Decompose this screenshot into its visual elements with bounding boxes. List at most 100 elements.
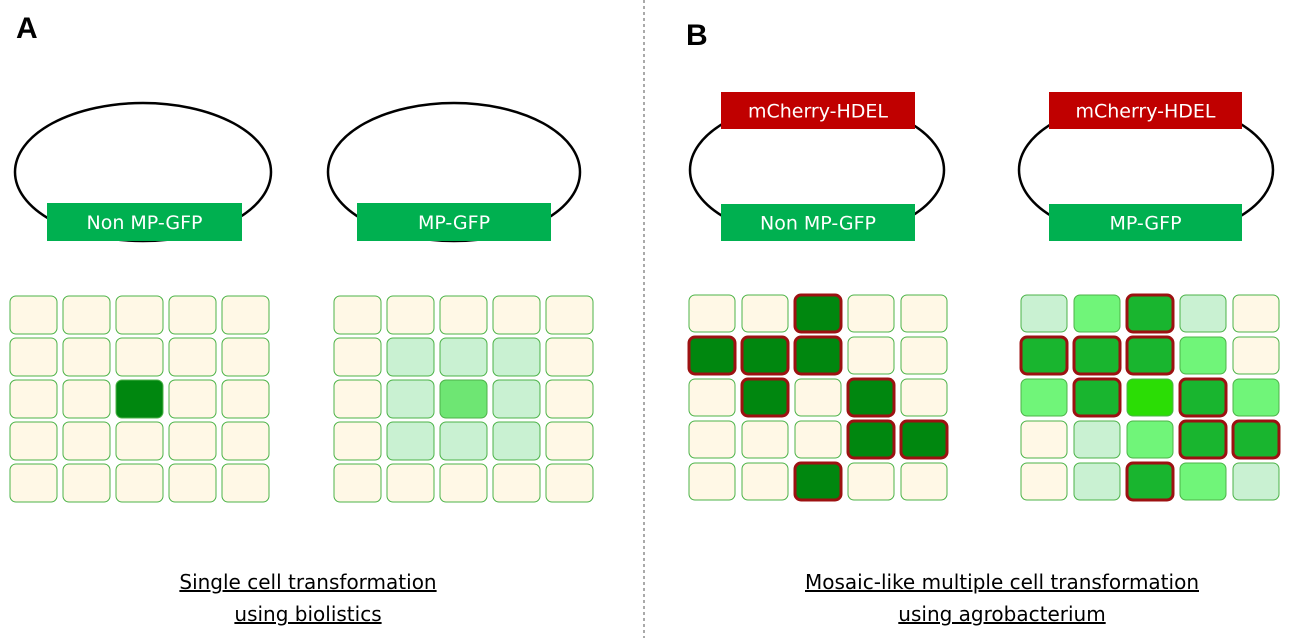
cell-empty: [333, 379, 382, 419]
cell-empty: [1020, 462, 1068, 501]
cell-dark-red-outline: [1072, 377, 1122, 418]
cell-empty: [688, 462, 736, 501]
cell-empty: [545, 295, 594, 335]
cell-dark: [115, 379, 164, 419]
gfp-gene-box: [357, 203, 551, 241]
cell-empty: [221, 337, 270, 377]
cell-empty: [62, 337, 111, 377]
cell-empty: [1232, 336, 1280, 375]
cell-light: [1020, 294, 1068, 333]
cell-empty: [688, 420, 736, 459]
cell-dark-red-outline: [846, 377, 896, 418]
cell-empty: [9, 295, 58, 335]
cell-empty: [221, 463, 270, 503]
cell-light: [386, 337, 435, 377]
cell-empty: [900, 462, 948, 501]
gfp-gene-box: [1049, 204, 1242, 241]
cell-empty: [9, 379, 58, 419]
cell-empty: [545, 337, 594, 377]
cell-empty: [168, 463, 217, 503]
cell-dark-red-outline: [899, 419, 949, 460]
cell-empty: [62, 379, 111, 419]
cell-bright: [1073, 294, 1121, 333]
cell-empty: [741, 462, 789, 501]
cell-empty: [115, 337, 164, 377]
cell-empty: [847, 336, 895, 375]
cell-dark-red-outline: [740, 377, 790, 418]
panel-label-b: B: [686, 19, 708, 52]
cell-empty: [439, 295, 488, 335]
cell-empty: [386, 463, 435, 503]
gene-label: Non MP-GFP: [760, 213, 876, 235]
cell-dark-red-outline: [1125, 461, 1175, 502]
cell-empty: [62, 295, 111, 335]
cell-empty: [62, 463, 111, 503]
cell-empty: [1232, 294, 1280, 333]
mcherry-gene-box: [721, 92, 915, 129]
cell-empty: [492, 295, 541, 335]
cell-empty: [439, 463, 488, 503]
mcherry-gene-box: [1049, 92, 1242, 129]
cell-light: [1232, 462, 1280, 501]
cell-empty: [115, 421, 164, 461]
cell-dark-red-outline: [740, 335, 790, 376]
gfp-gene-box: [47, 203, 242, 241]
gene-label: MP-GFP: [418, 212, 490, 234]
cell-dark-red-outline: [1231, 419, 1281, 460]
cell-dark-red-outline: [793, 293, 843, 334]
cell-empty: [221, 295, 270, 335]
cell-bright: [1179, 336, 1227, 375]
cell-light: [1073, 462, 1121, 501]
panel-caption-line: Single cell transformation: [179, 570, 436, 594]
panel-label-a: A: [16, 12, 38, 45]
cell-empty: [9, 337, 58, 377]
cell-dark-red-outline: [1072, 335, 1122, 376]
cell-dark-red-outline: [846, 419, 896, 460]
cell-empty: [168, 337, 217, 377]
cell-dark-red-outline: [1178, 419, 1228, 460]
cell-brightest: [1126, 378, 1174, 417]
cell-dark-red-outline: [687, 335, 737, 376]
cell-empty: [333, 295, 382, 335]
gfp-gene-box: [721, 204, 915, 241]
gene-label: mCherry-HDEL: [1075, 101, 1215, 123]
cell-empty: [545, 379, 594, 419]
cell-empty: [900, 294, 948, 333]
cell-empty: [9, 421, 58, 461]
cell-empty: [333, 463, 382, 503]
cell-light: [1179, 294, 1227, 333]
panel-caption-line: Mosaic-like multiple cell transformation: [805, 570, 1199, 594]
cell-light: [492, 337, 541, 377]
cell-empty: [688, 294, 736, 333]
cell-empty: [741, 294, 789, 333]
cell-empty: [168, 421, 217, 461]
cell-empty: [492, 463, 541, 503]
cell-empty: [386, 295, 435, 335]
cell-light: [386, 421, 435, 461]
cell-empty: [794, 420, 842, 459]
cell-empty: [1020, 420, 1068, 459]
cell-dark-red-outline: [1019, 335, 1069, 376]
cell-bright: [1179, 462, 1227, 501]
cell-dark-red-outline: [1125, 335, 1175, 376]
gene-label: MP-GFP: [1109, 213, 1181, 235]
cell-empty: [545, 463, 594, 503]
cell-bright: [1232, 378, 1280, 417]
cell-empty: [794, 378, 842, 417]
cell-empty: [847, 294, 895, 333]
cell-light: [492, 421, 541, 461]
cell-empty: [62, 421, 111, 461]
cell-light: [492, 379, 541, 419]
cell-empty: [741, 420, 789, 459]
gene-label: mCherry-HDEL: [748, 101, 888, 123]
cell-bright: [1020, 378, 1068, 417]
cell-dark-red-outline: [1178, 377, 1228, 418]
cell-medium: [439, 379, 488, 419]
cell-empty: [333, 421, 382, 461]
cell-dark-red-outline: [793, 461, 843, 502]
cell-bright: [1126, 420, 1174, 459]
cell-empty: [847, 462, 895, 501]
